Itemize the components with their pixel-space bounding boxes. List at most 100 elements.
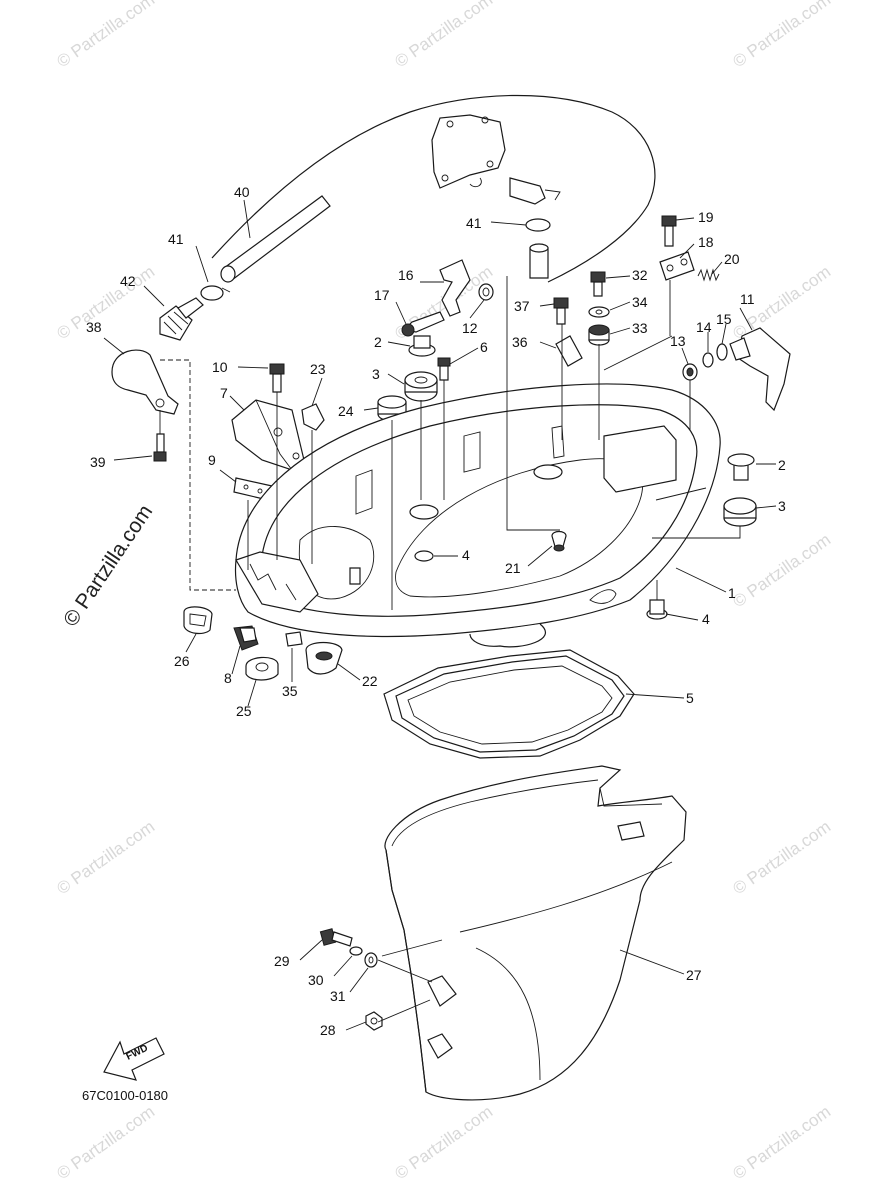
grommet-part-22 bbox=[305, 641, 343, 675]
clip-part-8 bbox=[233, 625, 259, 651]
screw-part-19 bbox=[661, 215, 677, 247]
callout-19: 19 bbox=[698, 209, 714, 225]
callout-17: 17 bbox=[374, 287, 390, 303]
washer-part-15 bbox=[716, 343, 728, 361]
callout-33: 33 bbox=[632, 320, 648, 336]
clamp-part-41 bbox=[200, 285, 231, 301]
lever-part-16 bbox=[439, 259, 471, 317]
bolt-part-2a bbox=[408, 335, 436, 357]
bushing-part-4b bbox=[646, 599, 668, 620]
callout-14: 14 bbox=[696, 319, 712, 335]
bottom-cowling-part-1 bbox=[234, 383, 721, 648]
washer-part-14 bbox=[702, 352, 714, 368]
bolt-part-21 bbox=[551, 530, 567, 552]
plate-part-18 bbox=[659, 251, 695, 281]
callout-35: 35 bbox=[282, 683, 298, 699]
pad-part-36 bbox=[555, 335, 583, 367]
callout-3: 3 bbox=[372, 366, 380, 382]
watermark: © Partzilla.com bbox=[53, 262, 158, 343]
callouts: 40 41 41 42 38 39 10 7 23 9 16 17 12 2 6… bbox=[86, 184, 786, 1038]
clamp-pipe-part-41 bbox=[525, 218, 551, 279]
callout-24: 24 bbox=[338, 403, 354, 419]
grommet-part-25 bbox=[245, 656, 279, 681]
callout-30: 30 bbox=[308, 972, 324, 988]
callout-38: 38 bbox=[86, 319, 102, 335]
bolt-part-29 bbox=[319, 928, 353, 947]
callout-1: 1 bbox=[728, 585, 736, 601]
callout-8: 8 bbox=[224, 670, 232, 686]
callout-41: 41 bbox=[168, 231, 184, 247]
watermark: © Partzilla.com bbox=[729, 817, 834, 898]
clip-part-23 bbox=[301, 403, 325, 431]
callout-28: 28 bbox=[320, 1022, 336, 1038]
hose-part-40 bbox=[220, 195, 331, 283]
watermark: © Partzilla.com bbox=[729, 1102, 834, 1183]
callout-12: 12 bbox=[462, 320, 478, 336]
callout-2: 2 bbox=[374, 334, 382, 350]
callout-27: 27 bbox=[686, 967, 702, 983]
callout-31: 31 bbox=[330, 988, 346, 1004]
spring-part-20 bbox=[697, 268, 720, 282]
washer-part-31 bbox=[364, 952, 378, 968]
callout-34: 34 bbox=[632, 294, 648, 310]
grommet-part-3b bbox=[723, 497, 757, 527]
watermark-large: © Partzilla.com bbox=[59, 501, 157, 631]
callout-37: 37 bbox=[514, 298, 530, 314]
watermark: © Partzilla.com bbox=[391, 1102, 496, 1183]
callout-41: 41 bbox=[466, 215, 482, 231]
bolt-part-2b bbox=[727, 453, 755, 481]
pad-part-35 bbox=[285, 631, 303, 647]
top-cover-outline bbox=[211, 94, 656, 283]
callout-36: 36 bbox=[512, 334, 528, 350]
bracket-part-7 bbox=[231, 399, 305, 471]
leader-lines bbox=[103, 199, 777, 1031]
callout-42: 42 bbox=[120, 273, 136, 289]
callout-4: 4 bbox=[702, 611, 710, 627]
fitting-part-42 bbox=[159, 297, 204, 341]
callout-2: 2 bbox=[778, 457, 786, 473]
grommet-part-3a bbox=[404, 371, 438, 402]
watermark: © Partzilla.com bbox=[729, 530, 834, 611]
watermark: © Partzilla.com bbox=[391, 0, 496, 71]
callout-7: 7 bbox=[220, 385, 228, 401]
bolt-part-17 bbox=[401, 311, 445, 337]
callout-11: 11 bbox=[740, 291, 755, 307]
callout-20: 20 bbox=[724, 251, 740, 267]
callout-3: 3 bbox=[778, 498, 786, 514]
bracket-part-38 bbox=[111, 349, 179, 415]
lower-case-part-27 bbox=[384, 765, 687, 1101]
callout-10: 10 bbox=[212, 359, 228, 375]
watermark: © Partzilla.com bbox=[53, 0, 158, 71]
callout-5: 5 bbox=[686, 690, 694, 706]
assembly-lines bbox=[159, 276, 741, 610]
watermark: © Partzilla.com bbox=[53, 817, 158, 898]
callout-16: 16 bbox=[398, 267, 414, 283]
callout-22: 22 bbox=[362, 673, 378, 689]
screw-part-6 bbox=[437, 357, 451, 381]
callout-29: 29 bbox=[274, 953, 290, 969]
watermark: © Partzilla.com bbox=[729, 0, 834, 71]
seal-part-5 bbox=[383, 649, 635, 759]
callout-40: 40 bbox=[234, 184, 250, 200]
grommet-part-33 bbox=[588, 324, 610, 346]
bolt-part-37 bbox=[553, 297, 569, 325]
bushing-part-13 bbox=[682, 363, 698, 381]
bushing-part-12 bbox=[478, 283, 494, 301]
callout-15: 15 bbox=[716, 311, 732, 327]
lever-part-11 bbox=[729, 327, 791, 412]
nut-part-28 bbox=[365, 1011, 383, 1031]
grommet-part-26 bbox=[183, 606, 213, 635]
callout-32: 32 bbox=[632, 267, 648, 283]
bolt-part-32 bbox=[590, 271, 606, 297]
callout-6: 6 bbox=[480, 339, 488, 355]
callout-21: 21 bbox=[505, 560, 521, 576]
callout-9: 9 bbox=[208, 452, 216, 468]
callout-18: 18 bbox=[698, 234, 714, 250]
callout-25: 25 bbox=[236, 703, 252, 719]
diagram-code: 67C0100-0180 bbox=[82, 1088, 168, 1103]
callout-4: 4 bbox=[462, 547, 470, 563]
washer-part-34 bbox=[588, 306, 610, 318]
callout-26: 26 bbox=[174, 653, 190, 669]
